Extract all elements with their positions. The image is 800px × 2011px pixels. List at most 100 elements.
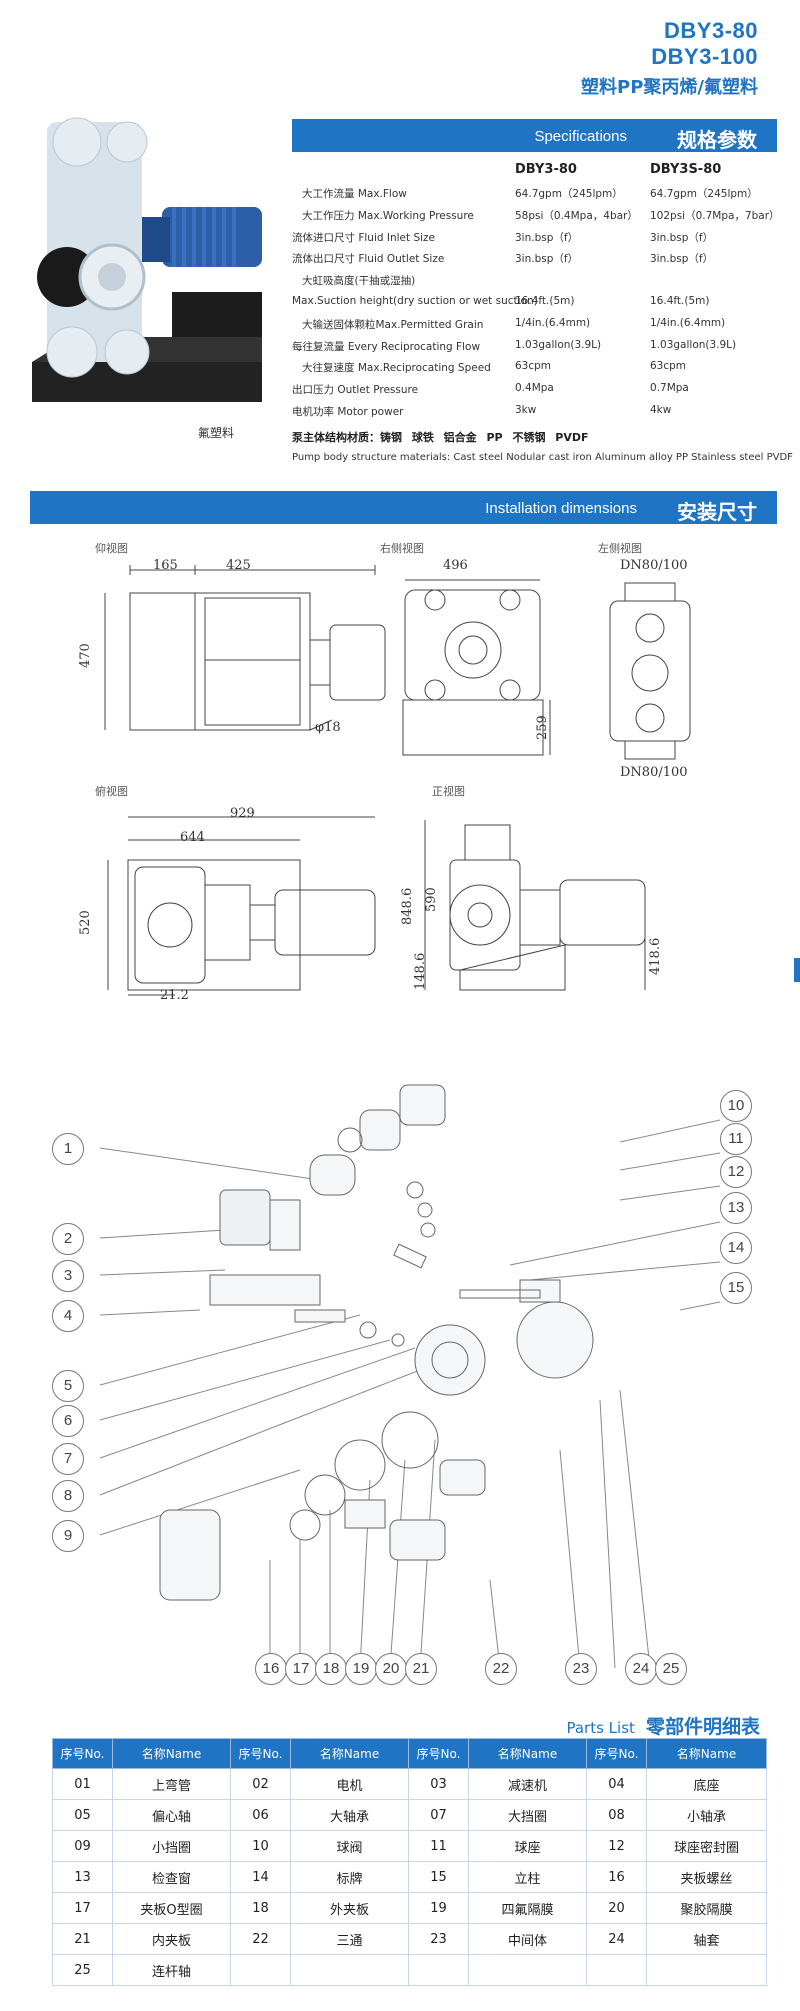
spec-label: 流体出口尺寸 Fluid Outlet Size xyxy=(292,253,445,266)
specifications-bar: Specifications 规格参数 xyxy=(292,119,777,152)
spec-value-2: 102psi（0.7Mpa，7bar） xyxy=(650,209,780,222)
spec-value-2: 16.4ft.(5m) xyxy=(650,295,710,307)
part-number-cell: 02 xyxy=(230,1768,291,1800)
spec-label: 出口压力 Outlet Pressure xyxy=(292,384,419,397)
view-label-back: 仰视图 xyxy=(95,542,128,555)
dim-259: 259 xyxy=(535,715,550,740)
part-number-cell: 18 xyxy=(230,1892,291,1924)
part-number-cell: 21 xyxy=(52,1923,113,1955)
model-title-1: DBY3-80 xyxy=(664,18,758,43)
spec-value-2: 0.7Mpa xyxy=(650,382,689,395)
front-view-drawing xyxy=(424,820,646,991)
callout-22: 22 xyxy=(485,1653,517,1685)
materials-en: Pump body structure materials: Cast stee… xyxy=(292,452,793,463)
callout-7: 7 xyxy=(52,1443,84,1475)
part-number-cell xyxy=(408,1954,469,1986)
part-number-cell: 07 xyxy=(408,1799,469,1831)
part-number-cell: 15 xyxy=(408,1861,469,1893)
part-number-cell: 04 xyxy=(586,1768,647,1800)
spec-label: 大虹吸高度(干抽或湿抽) xyxy=(302,275,416,288)
callout-24: 24 xyxy=(625,1653,657,1685)
dim-148-6: 148.6 xyxy=(413,952,428,990)
spec-value-1: 16.4ft.(5m) xyxy=(515,295,575,307)
parts-header-cell: 名称Name xyxy=(112,1738,231,1769)
callout-12: 12 xyxy=(720,1156,752,1188)
part-name-cell: 夹板O型圈 xyxy=(112,1892,231,1924)
spec-value-2: 63cpm xyxy=(650,360,687,373)
materials-zh: 泵主体结构材质：铸钢 球铁 铝合金 PP 不锈钢 PVDF xyxy=(292,431,589,444)
part-name-cell xyxy=(290,1954,409,1986)
callout-20: 20 xyxy=(375,1653,407,1685)
part-name-cell xyxy=(468,1954,587,1986)
part-name-cell: 小轴承 xyxy=(646,1799,767,1831)
part-name-cell: 大轴承 xyxy=(290,1799,409,1831)
spec-label: 大往复速度 Max.Reciprocating Speed xyxy=(302,362,491,375)
spec-value-2: 4kw xyxy=(650,404,672,416)
parts-list-title: Parts List 零部件明细表 xyxy=(566,1712,760,1739)
callout-19: 19 xyxy=(345,1653,377,1685)
spec-label: 大工作压力 Max.Working Pressure xyxy=(302,209,474,222)
installation-bar: Installation dimensions 安装尺寸 xyxy=(30,491,777,524)
part-name-cell xyxy=(646,1954,767,1986)
callout-2: 2 xyxy=(52,1223,84,1255)
part-number-cell: 08 xyxy=(586,1799,647,1831)
spec-value-1: 3kw xyxy=(515,404,537,416)
spec-label: Max.Suction height(dry suction or wet su… xyxy=(292,295,538,307)
spec-column-1: DBY3-80 xyxy=(515,162,577,177)
view-label-top: 俯视图 xyxy=(95,785,128,798)
part-number-cell xyxy=(586,1954,647,1986)
part-name-cell: 三通 xyxy=(290,1923,409,1955)
specifications-title-en: Specifications xyxy=(534,128,627,145)
right-view-drawing xyxy=(402,579,551,756)
spec-value-1: 64.7gpm（245lpm） xyxy=(515,188,623,200)
parts-header-cell: 序号No. xyxy=(52,1738,113,1769)
callout-6: 6 xyxy=(52,1405,84,1437)
part-number-cell: 23 xyxy=(408,1923,469,1955)
dim-425: 425 xyxy=(226,558,251,573)
callout-16: 16 xyxy=(255,1653,287,1685)
spec-value-2: 3in.bsp（f） xyxy=(650,253,714,266)
dim-520: 520 xyxy=(78,910,93,935)
part-name-cell: 大挡圈 xyxy=(468,1799,587,1831)
parts-header-cell: 名称Name xyxy=(468,1738,587,1769)
part-number-cell: 16 xyxy=(586,1861,647,1893)
spec-label: 大工作流量 Max.Flow xyxy=(302,188,407,200)
spec-value-1: 63cpm xyxy=(515,360,552,373)
part-number-cell: 17 xyxy=(52,1892,113,1924)
top-view-drawing xyxy=(107,816,376,996)
spec-label: 大输送固体颗粒Max.Permitted Grain xyxy=(302,318,484,331)
part-number-cell: 01 xyxy=(52,1768,113,1800)
callout-21: 21 xyxy=(405,1653,437,1685)
part-name-cell: 内夹板 xyxy=(112,1923,231,1955)
part-number-cell: 10 xyxy=(230,1830,291,1862)
part-number-cell: 13 xyxy=(52,1861,113,1893)
spec-label: 电机功率 Motor power xyxy=(292,406,404,418)
spec-column-2: DBY3S-80 xyxy=(650,162,722,177)
callout-23: 23 xyxy=(565,1653,597,1685)
model-title-2: DBY3-100 xyxy=(651,44,758,69)
spec-value-2: 1/4in.(6.4mm) xyxy=(650,316,726,329)
spec-row: 大虹吸高度(干抽或湿抽) xyxy=(0,273,800,295)
part-name-cell: 中间体 xyxy=(468,1923,587,1955)
dim-590: 590 xyxy=(424,887,439,912)
callout-13: 13 xyxy=(720,1192,752,1224)
part-name-cell: 球座 xyxy=(468,1830,587,1862)
spec-value-1: 3in.bsp（f） xyxy=(515,253,579,266)
part-number-cell: 06 xyxy=(230,1799,291,1831)
spec-value-1: 58psi（0.4Mpa，4bar） xyxy=(515,209,638,222)
part-name-cell: 电机 xyxy=(290,1768,409,1800)
spec-row: 大工作压力 Max.Working Pressure 58psi（0.4Mpa，4… xyxy=(0,208,800,230)
part-name-cell: 减速机 xyxy=(468,1768,587,1800)
spec-value-2: 3in.bsp（f） xyxy=(650,231,714,244)
spec-row: 电机功率 Motor power 3kw 4kw xyxy=(0,404,800,426)
spec-label: 每往复流量 Every Reciprocating Flow xyxy=(292,340,481,353)
part-name-cell: 夹板螺丝 xyxy=(646,1861,767,1893)
part-number-cell: 20 xyxy=(586,1892,647,1924)
material-title: 塑料PP聚丙烯/氟塑料 xyxy=(581,77,758,98)
specifications-title-zh: 规格参数 xyxy=(677,128,757,152)
